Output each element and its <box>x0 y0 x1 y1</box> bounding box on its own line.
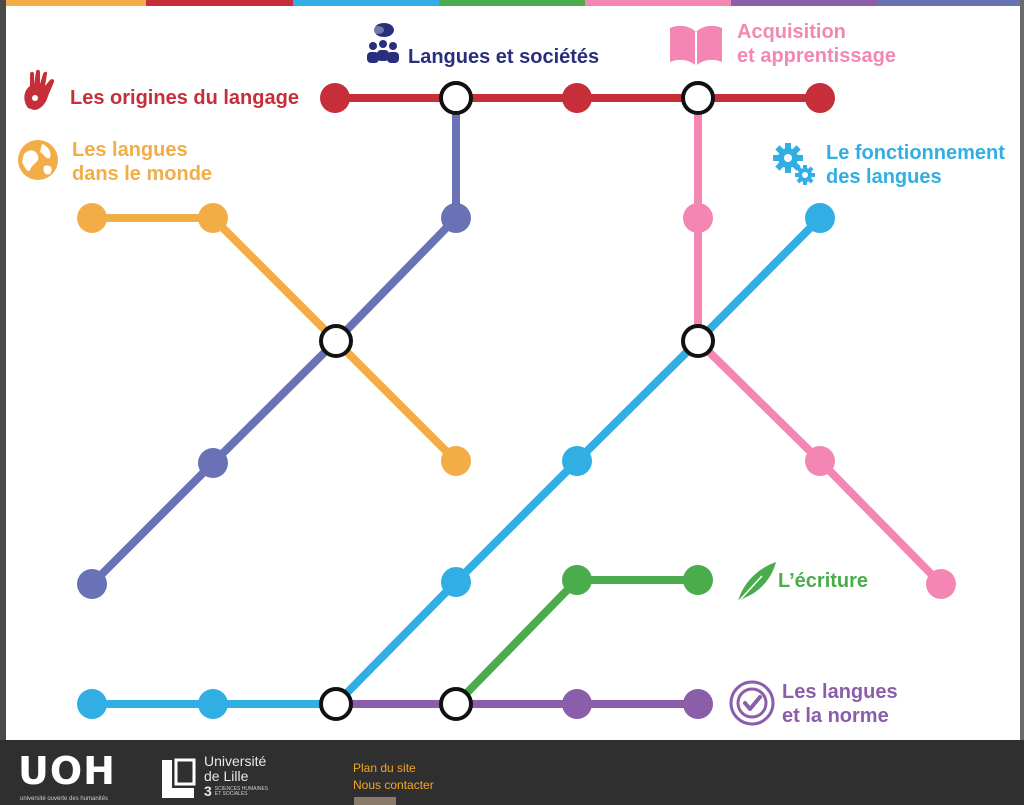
uoh-logo[interactable]: UOH <box>18 749 116 793</box>
label-norme-line2[interactable]: et la norme <box>782 705 889 727</box>
top-bar-segment <box>146 0 293 6</box>
frame-left <box>0 0 6 740</box>
station[interactable] <box>77 689 107 719</box>
label-ecriture[interactable]: L’écriture <box>778 570 868 592</box>
station[interactable] <box>805 83 835 113</box>
top-bar-segment <box>585 0 732 6</box>
frame-right <box>1020 0 1024 740</box>
station[interactable] <box>320 83 350 113</box>
station[interactable] <box>198 448 228 478</box>
link-nous-contacter[interactable]: Nous contacter <box>353 778 434 792</box>
station[interactable] <box>805 446 835 476</box>
label-acquisition-line1[interactable]: Acquisition <box>737 21 846 43</box>
station[interactable] <box>805 203 835 233</box>
hand-print-icon <box>24 69 55 110</box>
station[interactable] <box>441 567 471 597</box>
top-bar-segment <box>877 0 1024 6</box>
station[interactable] <box>198 203 228 233</box>
station[interactable] <box>77 203 107 233</box>
lines <box>88 94 945 708</box>
people-chat-icon <box>367 23 399 63</box>
interchange-station[interactable] <box>319 687 353 721</box>
interchange-station[interactable] <box>439 81 473 115</box>
station[interactable] <box>926 569 956 599</box>
top-bar-segment <box>438 0 586 6</box>
line-langues-monde[interactable] <box>88 214 460 465</box>
globe-icon <box>18 140 58 180</box>
gears-icon <box>773 143 815 185</box>
uoh-logo-subtitle: université ouverte des humanités <box>20 796 109 802</box>
link-plan-du-site[interactable]: Plan du site <box>353 761 416 775</box>
label-fonctionnement-line2[interactable]: des langues <box>826 166 942 188</box>
metro-map: Les origines du langage Les langues dans… <box>18 21 1005 727</box>
label-origines[interactable]: Les origines du langage <box>70 87 299 109</box>
lille-line1: Université <box>204 753 267 769</box>
label-societes[interactable]: Langues et sociétés <box>408 46 599 68</box>
station[interactable] <box>562 83 592 113</box>
top-color-bar <box>0 0 1024 6</box>
station[interactable] <box>683 203 713 233</box>
station[interactable] <box>683 565 713 595</box>
interchange-station[interactable] <box>319 324 353 358</box>
station[interactable] <box>198 689 228 719</box>
footer-link-fragment[interactable] <box>354 797 396 805</box>
label-langues-monde-line2[interactable]: dans le monde <box>72 163 212 185</box>
station[interactable] <box>562 565 592 595</box>
station[interactable] <box>441 446 471 476</box>
interchange-station[interactable] <box>681 324 715 358</box>
lille-small2: ET SOCIALES <box>214 791 248 798</box>
lille-number: 3 <box>204 783 212 799</box>
label-norme-line1[interactable]: Les langues <box>782 681 898 703</box>
top-bar-segment <box>731 0 878 6</box>
feather-icon <box>737 562 776 603</box>
interchange-station[interactable] <box>439 687 473 721</box>
interchange-station[interactable] <box>681 81 715 115</box>
checkmark-badge-icon <box>729 680 775 726</box>
top-bar-segment <box>0 0 147 6</box>
label-fonctionnement-line1[interactable]: Le fonctionnement <box>826 142 1005 164</box>
footer: UOH université ouverte des humanités Uni… <box>0 740 1024 805</box>
station[interactable] <box>562 689 592 719</box>
label-acquisition-line2[interactable]: et apprentissage <box>737 45 896 67</box>
footer-links: Plan du site Nous contacter <box>353 760 434 794</box>
label-langues-monde-line1[interactable]: Les langues <box>72 139 188 161</box>
open-book-icon <box>670 25 722 67</box>
station[interactable] <box>77 569 107 599</box>
top-bar-segment <box>292 0 439 6</box>
stations <box>77 81 956 721</box>
station[interactable] <box>562 446 592 476</box>
station[interactable] <box>441 203 471 233</box>
station[interactable] <box>683 689 713 719</box>
line-ecriture[interactable] <box>452 576 702 708</box>
universite-lille-logo-icon[interactable] <box>160 758 196 800</box>
lille-line2: de Lille <box>204 768 249 784</box>
lille-small1: SCIENCES HUMAINES <box>214 786 269 793</box>
